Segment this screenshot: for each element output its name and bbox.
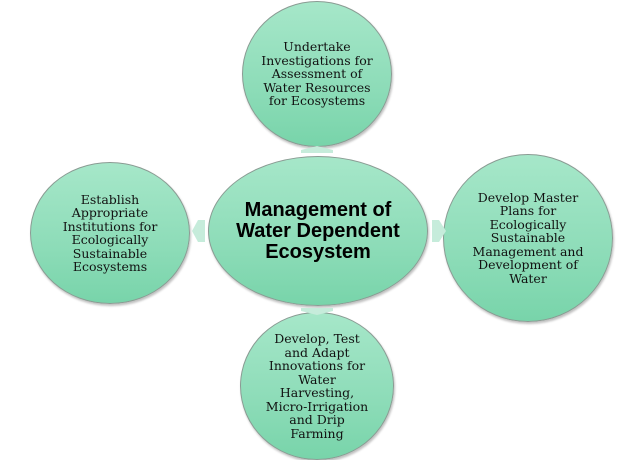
center-label: Management of Water Dependent Ecosystem	[236, 198, 400, 263]
arrow-up-icon	[301, 146, 333, 153]
arrow-left-icon	[192, 220, 205, 242]
node-top-label: Undertake Investigations for Assessment …	[261, 39, 373, 109]
node-top: Undertake Investigations for Assessment …	[242, 1, 392, 147]
node-left-label: Establish Appropriate Institutions for E…	[62, 191, 158, 274]
node-bottom-label: Develop, Test and Adapt Innovations for …	[265, 331, 369, 441]
node-bottom: Develop, Test and Adapt Innovations for …	[240, 312, 394, 460]
node-right: Develop Master Plans for Ecologically Su…	[443, 154, 613, 322]
node-left: Establish Appropriate Institutions for E…	[30, 162, 190, 304]
center-node: Management of Water Dependent Ecosystem	[208, 156, 428, 306]
node-right-label: Develop Master Plans for Ecologically Su…	[472, 189, 584, 286]
